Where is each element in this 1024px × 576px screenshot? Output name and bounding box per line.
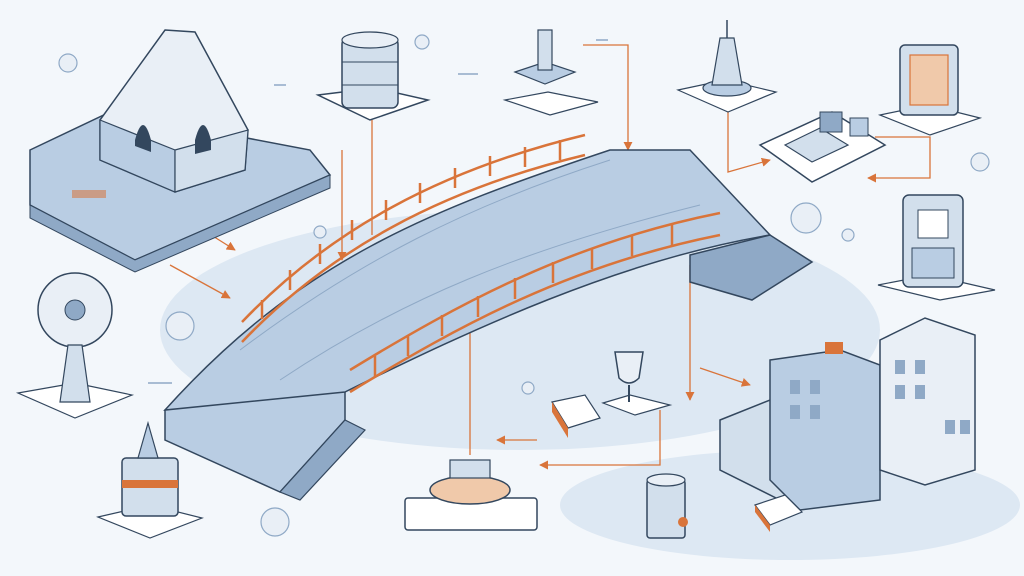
city-buildings-icon [719,317,976,511]
storage-cylinder-icon [877,44,983,136]
barrel-tank-icon [315,31,431,121]
chess-piece-tower-icon [96,420,204,539]
dash-accents [148,39,608,384]
fountain-statue-icon [502,29,599,116]
pyramid-monument-icon [29,29,332,273]
stone-arch-bridge-icon [163,133,814,501]
cargo-box-icon [551,394,804,532]
water-tower-icon [646,473,688,539]
fountain-basin-icon [404,459,538,531]
display-cabinet-icon [877,194,996,301]
decorative-bubbles [58,34,990,537]
wine-glass-icon [601,351,673,416]
radio-tower-icon [676,20,778,113]
control-panel-icon [758,111,887,183]
desk-fan-icon [15,272,135,419]
